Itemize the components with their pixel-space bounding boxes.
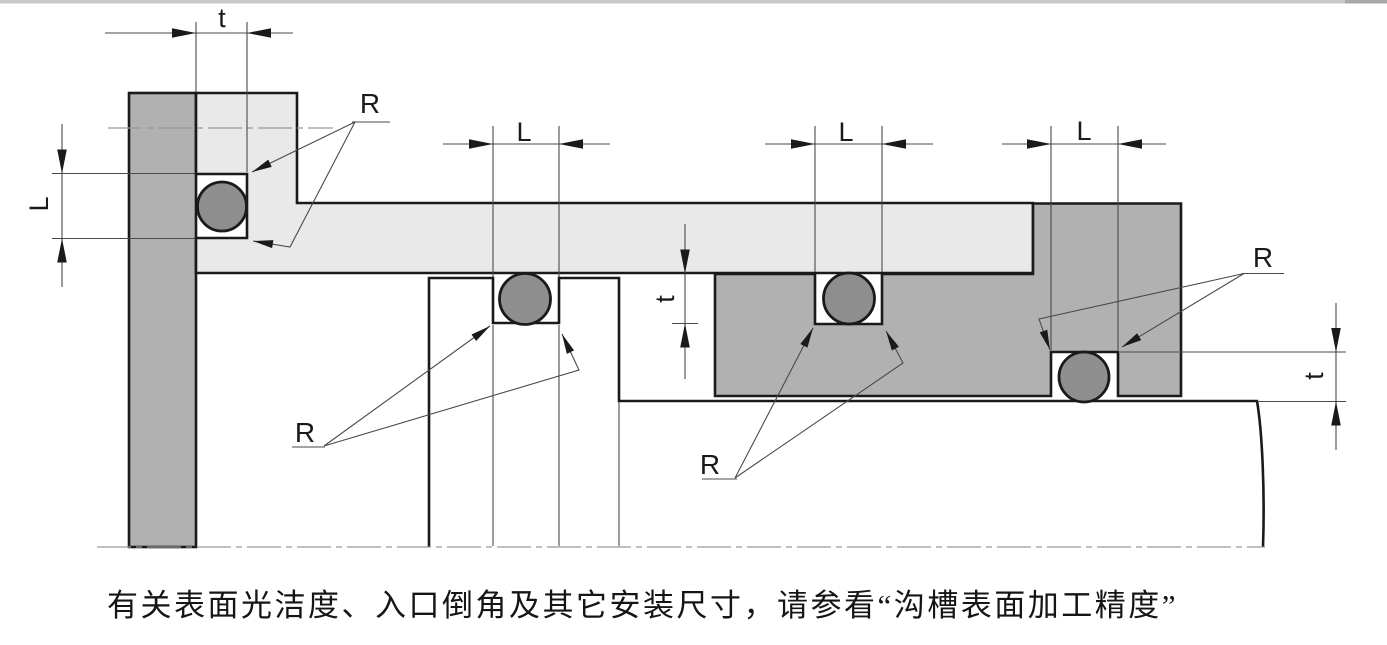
dimension-arrows xyxy=(57,28,1341,426)
arrowhead xyxy=(559,139,583,149)
part-shaft-outline xyxy=(427,276,1265,548)
label-R-groove2: R xyxy=(295,417,315,448)
ext-lines-L4 xyxy=(1050,126,1119,350)
leader-arrowhead xyxy=(1122,333,1142,347)
cross-section-parts xyxy=(127,91,1265,549)
ext-lines-t-top xyxy=(195,22,248,172)
leader-arrowhead xyxy=(252,159,272,172)
ext-lines-L2 xyxy=(492,126,560,546)
leader-arrowhead xyxy=(562,334,575,354)
leader-arrowhead xyxy=(253,240,274,249)
arrowhead xyxy=(172,28,196,38)
leader-arrowhead xyxy=(886,331,899,351)
radius-leaders xyxy=(251,121,1284,480)
o-rings xyxy=(196,180,1111,404)
arrowhead xyxy=(882,139,906,149)
ext-lines-L-left xyxy=(52,172,195,240)
arrowhead xyxy=(1027,139,1051,149)
label-t-top: t xyxy=(218,3,226,33)
part-housing-block xyxy=(713,202,1183,398)
label-R-groove3: R xyxy=(700,449,720,480)
ext-lines-t-right xyxy=(1120,351,1346,403)
label-L-groove4: L xyxy=(1076,116,1091,146)
arrowhead xyxy=(469,139,493,149)
label-L-groove2: L xyxy=(516,117,531,147)
top-strip-light xyxy=(0,0,1387,4)
arrowhead xyxy=(791,139,815,149)
ext-lines-L3 xyxy=(814,126,883,272)
leader-arrowhead xyxy=(1039,329,1050,350)
arrowhead xyxy=(247,28,271,38)
top-strip xyxy=(0,0,1387,4)
arrowhead xyxy=(680,249,690,274)
label-L-groove3: L xyxy=(838,117,853,147)
arrowhead xyxy=(1118,139,1142,149)
o-ring-4 xyxy=(1057,350,1111,404)
arrowhead xyxy=(680,323,690,348)
part-rod-column xyxy=(127,91,198,549)
label-R-groove1: R xyxy=(360,88,380,119)
part-shaft-fill xyxy=(429,278,1264,547)
dimension-labels: t L L L L t t R R R R xyxy=(24,3,1329,480)
o-ring-1 xyxy=(196,180,248,233)
o-ring-2 xyxy=(498,272,552,326)
arrowhead xyxy=(57,238,67,263)
o-ring-3 xyxy=(822,271,876,326)
label-L-left: L xyxy=(24,196,54,211)
figure-caption: 有关表面光洁度、入口倒角及其它安装尺寸，请参看“沟槽表面加工精度” xyxy=(107,588,1179,623)
label-t-middle: t xyxy=(650,295,680,303)
top-strip-dark xyxy=(1345,0,1387,4)
label-t-right: t xyxy=(1299,372,1329,380)
label-R-groove4: R xyxy=(1253,242,1273,273)
arrowhead xyxy=(1331,401,1341,426)
leader-arrowhead xyxy=(800,328,813,348)
centerlines xyxy=(97,127,1265,548)
arrowhead xyxy=(57,149,67,174)
arrowhead xyxy=(1331,328,1341,352)
part-housing-light xyxy=(194,91,1035,275)
leader-arrowhead xyxy=(471,326,490,341)
